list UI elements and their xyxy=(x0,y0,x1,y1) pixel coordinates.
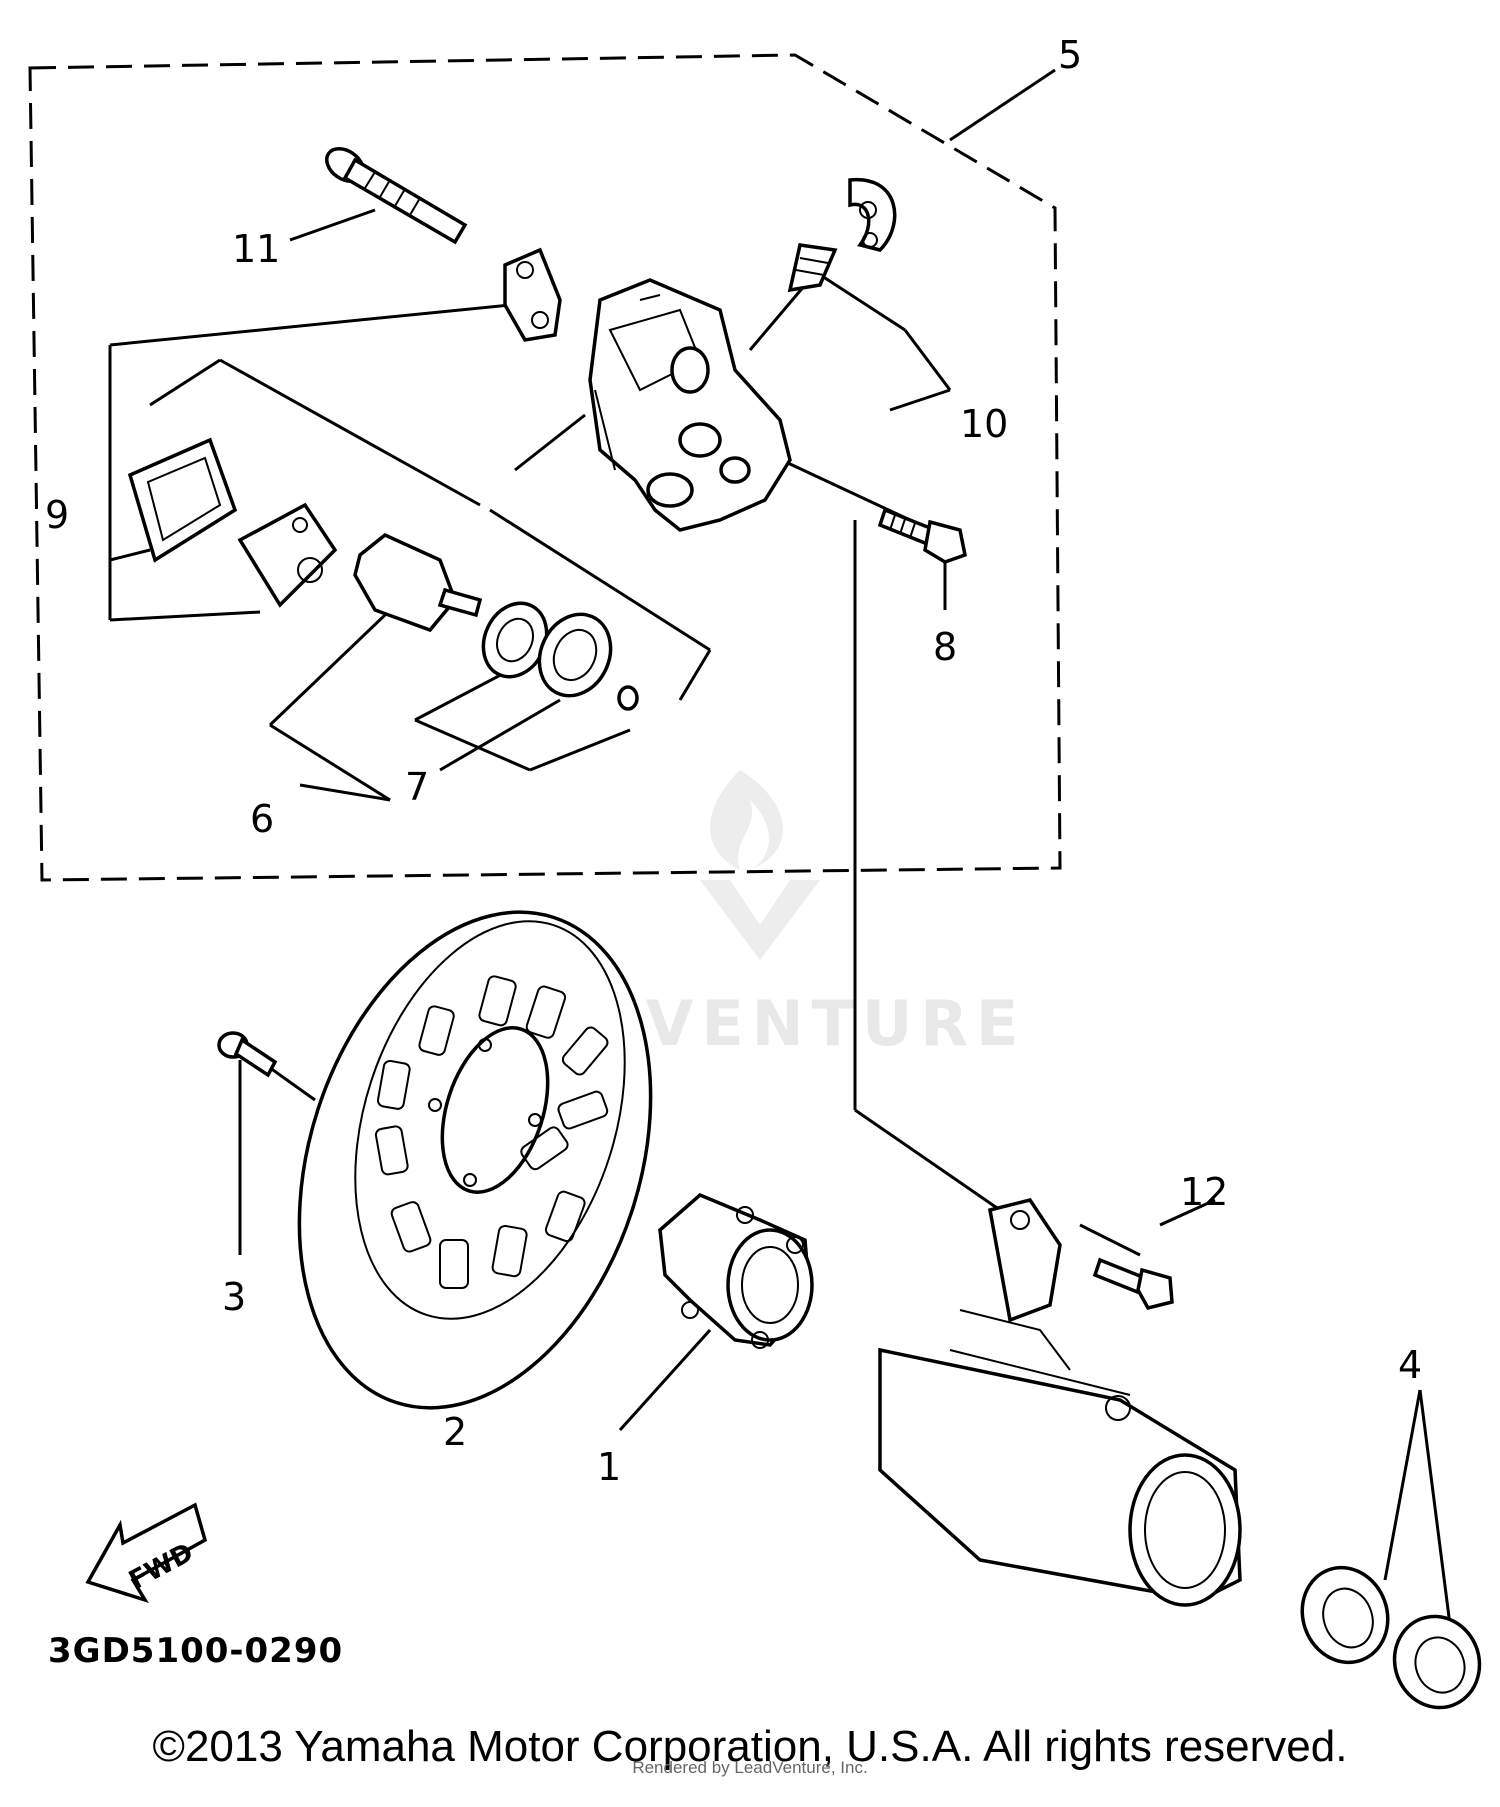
part-6-piston xyxy=(353,532,483,633)
leader-lines xyxy=(108,68,1452,1626)
part-7-seals xyxy=(481,601,639,711)
callout-8: 8 xyxy=(933,625,957,669)
callout-6: 6 xyxy=(250,797,274,841)
part-1-hub xyxy=(658,1192,814,1349)
callout-11: 11 xyxy=(232,227,280,271)
part-caliper-body xyxy=(588,278,792,532)
copyright-notice: ©2013 Yamaha Motor Corporation, U.S.A. A… xyxy=(152,1722,1348,1771)
part-motor xyxy=(878,1198,1242,1607)
part-3-screw xyxy=(217,1031,278,1078)
part-9-pads xyxy=(127,437,338,608)
render-credit: Rendered by LeadVenture, Inc. xyxy=(632,1758,868,1777)
callout-12: 12 xyxy=(1180,1170,1228,1214)
callout-7: 7 xyxy=(405,765,429,809)
part-4-collars xyxy=(1300,1565,1482,1710)
callout-9: 9 xyxy=(45,493,69,537)
part-12-bolt xyxy=(1092,1257,1174,1311)
part-10-bleeder xyxy=(787,178,897,293)
callout-4: 4 xyxy=(1398,1343,1422,1387)
part-11-bolt xyxy=(325,147,468,245)
callout-5: 5 xyxy=(1058,33,1082,77)
part-2-brake-disc xyxy=(297,910,653,1410)
callout-3: 3 xyxy=(222,1275,246,1319)
callout-10: 10 xyxy=(960,402,1008,446)
fwd-arrow: FWD xyxy=(85,1502,208,1604)
part-8-bolt xyxy=(877,507,968,564)
watermark-flame-icon xyxy=(710,770,783,870)
callout-2: 2 xyxy=(443,1410,467,1454)
callout-labels: 5 11 10 9 8 7 6 12 3 2 1 4 xyxy=(45,33,1422,1489)
watermark-v-icon xyxy=(700,880,820,960)
part-bracket-plate xyxy=(503,247,562,342)
callout-1: 1 xyxy=(597,1445,621,1489)
diagram-code: 3GD5100-0290 xyxy=(48,1631,343,1671)
